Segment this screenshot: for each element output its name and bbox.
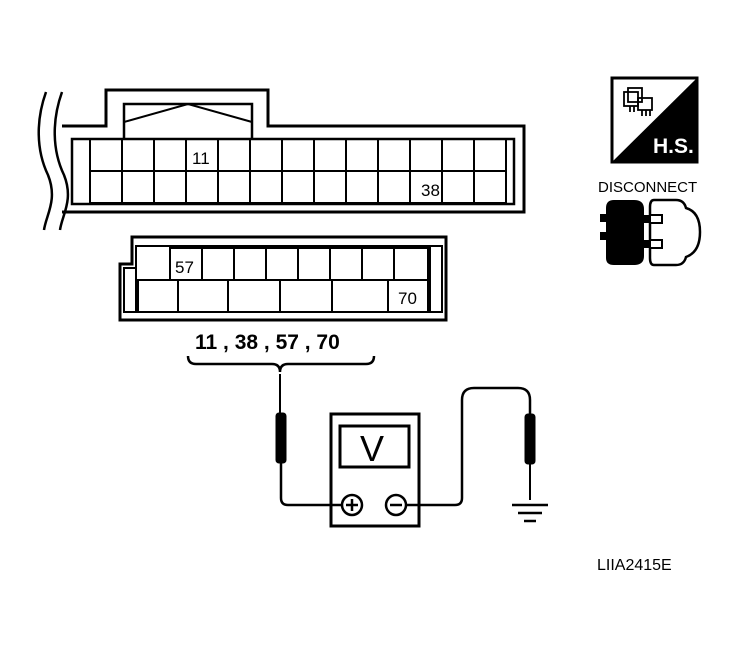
harness-connector-icon: [623, 87, 653, 116]
voltmeter-display: [338, 424, 411, 469]
voltmeter-letter: V: [360, 428, 384, 469]
harness-break-line: [37, 91, 54, 231]
connector-latch: [122, 102, 254, 139]
voltmeter-icon: [329, 412, 421, 528]
terminals-brace: [186, 355, 376, 373]
harness-break-line: [53, 91, 70, 231]
ground-icon: [512, 503, 548, 523]
connector-housing: [118, 235, 448, 322]
upper-connector: [37, 88, 526, 231]
positive-probe: [275, 374, 343, 507]
negative-probe: [406, 386, 536, 507]
hs-text: H.S.: [653, 135, 694, 158]
lower-connector: [118, 235, 448, 322]
connector-lock: [123, 267, 137, 313]
connector-lock: [429, 245, 443, 313]
terminals-label: 11 , 38 , 57 , 70: [195, 331, 340, 354]
plus-terminal: [340, 493, 364, 517]
connector-latch-ramp: [123, 102, 253, 123]
pin-11-label: 11: [192, 149, 210, 168]
hs-badge: [610, 76, 699, 164]
pin-57-label: 57: [175, 258, 194, 277]
pin-38-label: 38: [421, 181, 440, 200]
connector-housing: [62, 88, 526, 214]
disconnect-icon: [600, 198, 702, 267]
disconnect-label: DISCONNECT: [598, 179, 697, 196]
figure-id: LIIA2415E: [597, 557, 672, 574]
pin-70-label: 70: [398, 289, 417, 308]
voltmeter-body: [329, 412, 421, 528]
